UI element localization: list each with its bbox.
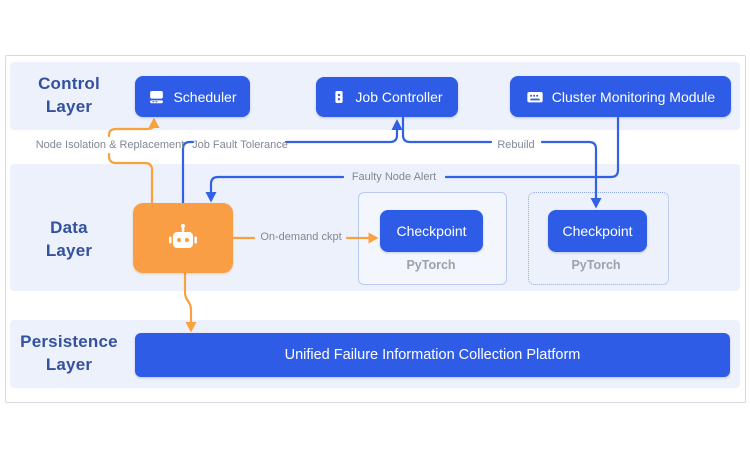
unified-failure-platform-label: Unified Failure Information Collection P… <box>284 347 581 363</box>
node-isolation-replacement-label: Node Isolation & Replacement <box>35 139 185 151</box>
data-layer-label-line1: Data <box>50 218 88 237</box>
control-layer-label: Control Layer <box>4 72 134 118</box>
checkpoint-1-label: Checkpoint <box>396 223 467 239</box>
job-controller-label: Job Controller <box>355 89 443 105</box>
persistence-layer-label-line2: Layer <box>45 355 93 374</box>
monitoring-keyboard-icon <box>526 88 544 106</box>
robot-icon <box>165 220 201 256</box>
faulty-node-alert-label: Faulty Node Alert <box>351 171 437 183</box>
cluster-monitoring-module-label: Cluster Monitoring Module <box>551 88 716 105</box>
cluster-monitoring-module-node: Cluster Monitoring Module <box>510 76 731 117</box>
unified-failure-platform-node: Unified Failure Information Collection P… <box>135 333 730 377</box>
agent-node <box>133 203 233 273</box>
data-layer-label: Data Layer <box>4 216 134 262</box>
persistence-layer-label: Persistence Layer <box>4 330 134 376</box>
checkpoint-2-node: Checkpoint <box>548 210 647 252</box>
checkpoint-2-label: Checkpoint <box>562 223 633 239</box>
job-controller-node: Job Controller <box>316 77 458 117</box>
on-demand-ckpt-label: On-demand ckpt <box>260 231 342 243</box>
data-layer-label-line2: Layer <box>45 241 93 260</box>
control-layer-label-line1: Control <box>38 74 100 93</box>
scheduler-label: Scheduler <box>173 88 237 105</box>
scheduler-drive-icon <box>148 88 165 105</box>
checkpoint-group-dotted-box <box>528 192 669 285</box>
scheduler-node: Scheduler <box>135 76 250 117</box>
job-fault-tolerance-label: Job Fault Tolerance <box>192 139 288 151</box>
rebuild-label: Rebuild <box>497 139 535 151</box>
job-controller-icon <box>331 89 347 105</box>
checkpoint-1-runtime-label: PyTorch <box>406 258 456 272</box>
persistence-layer-label-line1: Persistence <box>20 332 118 351</box>
checkpoint-1-node: Checkpoint <box>380 210 483 252</box>
control-layer-label-line2: Layer <box>45 97 93 116</box>
checkpoint-2-runtime-label: PyTorch <box>571 258 621 272</box>
